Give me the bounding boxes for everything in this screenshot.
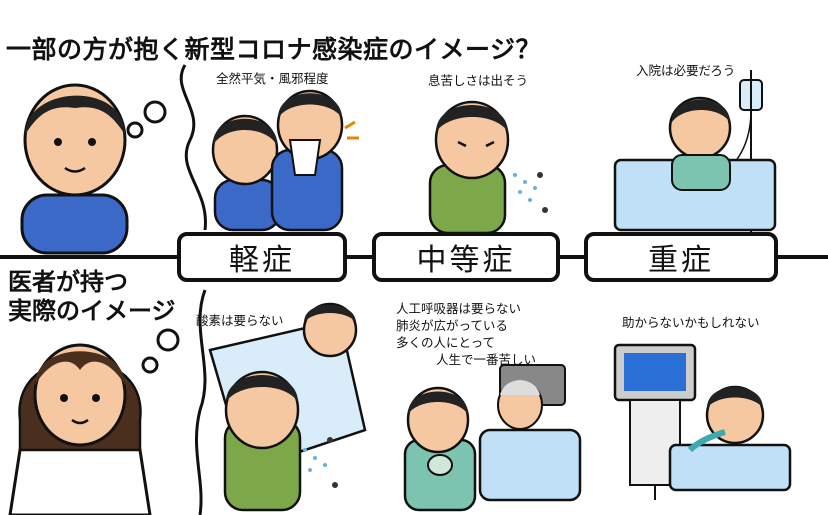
caption-moderate-line3: 多くの人にとって: [396, 335, 496, 350]
boy-thinking-illustration: [20, 83, 167, 255]
divider-curve-bottom: [194, 289, 207, 515]
divider-curve-top: [179, 64, 207, 231]
caption-moderate-line2: 肺炎が広がっている: [396, 318, 508, 333]
caption-mild-bottom: 酸素は要らない: [196, 313, 284, 328]
caption-moderate-line1: 人工呼吸器は要らない: [396, 301, 522, 316]
moderate-bottom-illustration: [403, 364, 582, 512]
severe-bottom-illustration: [613, 343, 792, 500]
caption-severe-top: 入院は必要だろう: [636, 63, 736, 78]
doctor-subtitle: 医者が持つ 実際のイメージ: [8, 268, 176, 325]
caption-severe-bottom: 助からないかもしれない: [622, 315, 760, 330]
mild-bottom-illustration: [208, 302, 367, 512]
severity-box-moderate: 中等症: [372, 232, 560, 282]
page-title: 一部の方が抱く新型コロナ感染症のイメージ？: [6, 35, 542, 64]
mild-top-illustration: [211, 89, 359, 232]
moderate-top-illustration: [428, 100, 548, 235]
severity-box-mild: 軽症: [177, 232, 347, 282]
caption-moderate-line4: 人生で一番苦しい: [436, 352, 537, 367]
caption-moderate-top: 息苦しさは出そう: [428, 73, 529, 88]
doctor-illustration: [8, 328, 180, 515]
severity-box-severe: 重症: [584, 232, 778, 282]
severe-top-illustration: [613, 70, 777, 240]
caption-mild-top: 全然平気・風邪程度: [216, 71, 329, 86]
